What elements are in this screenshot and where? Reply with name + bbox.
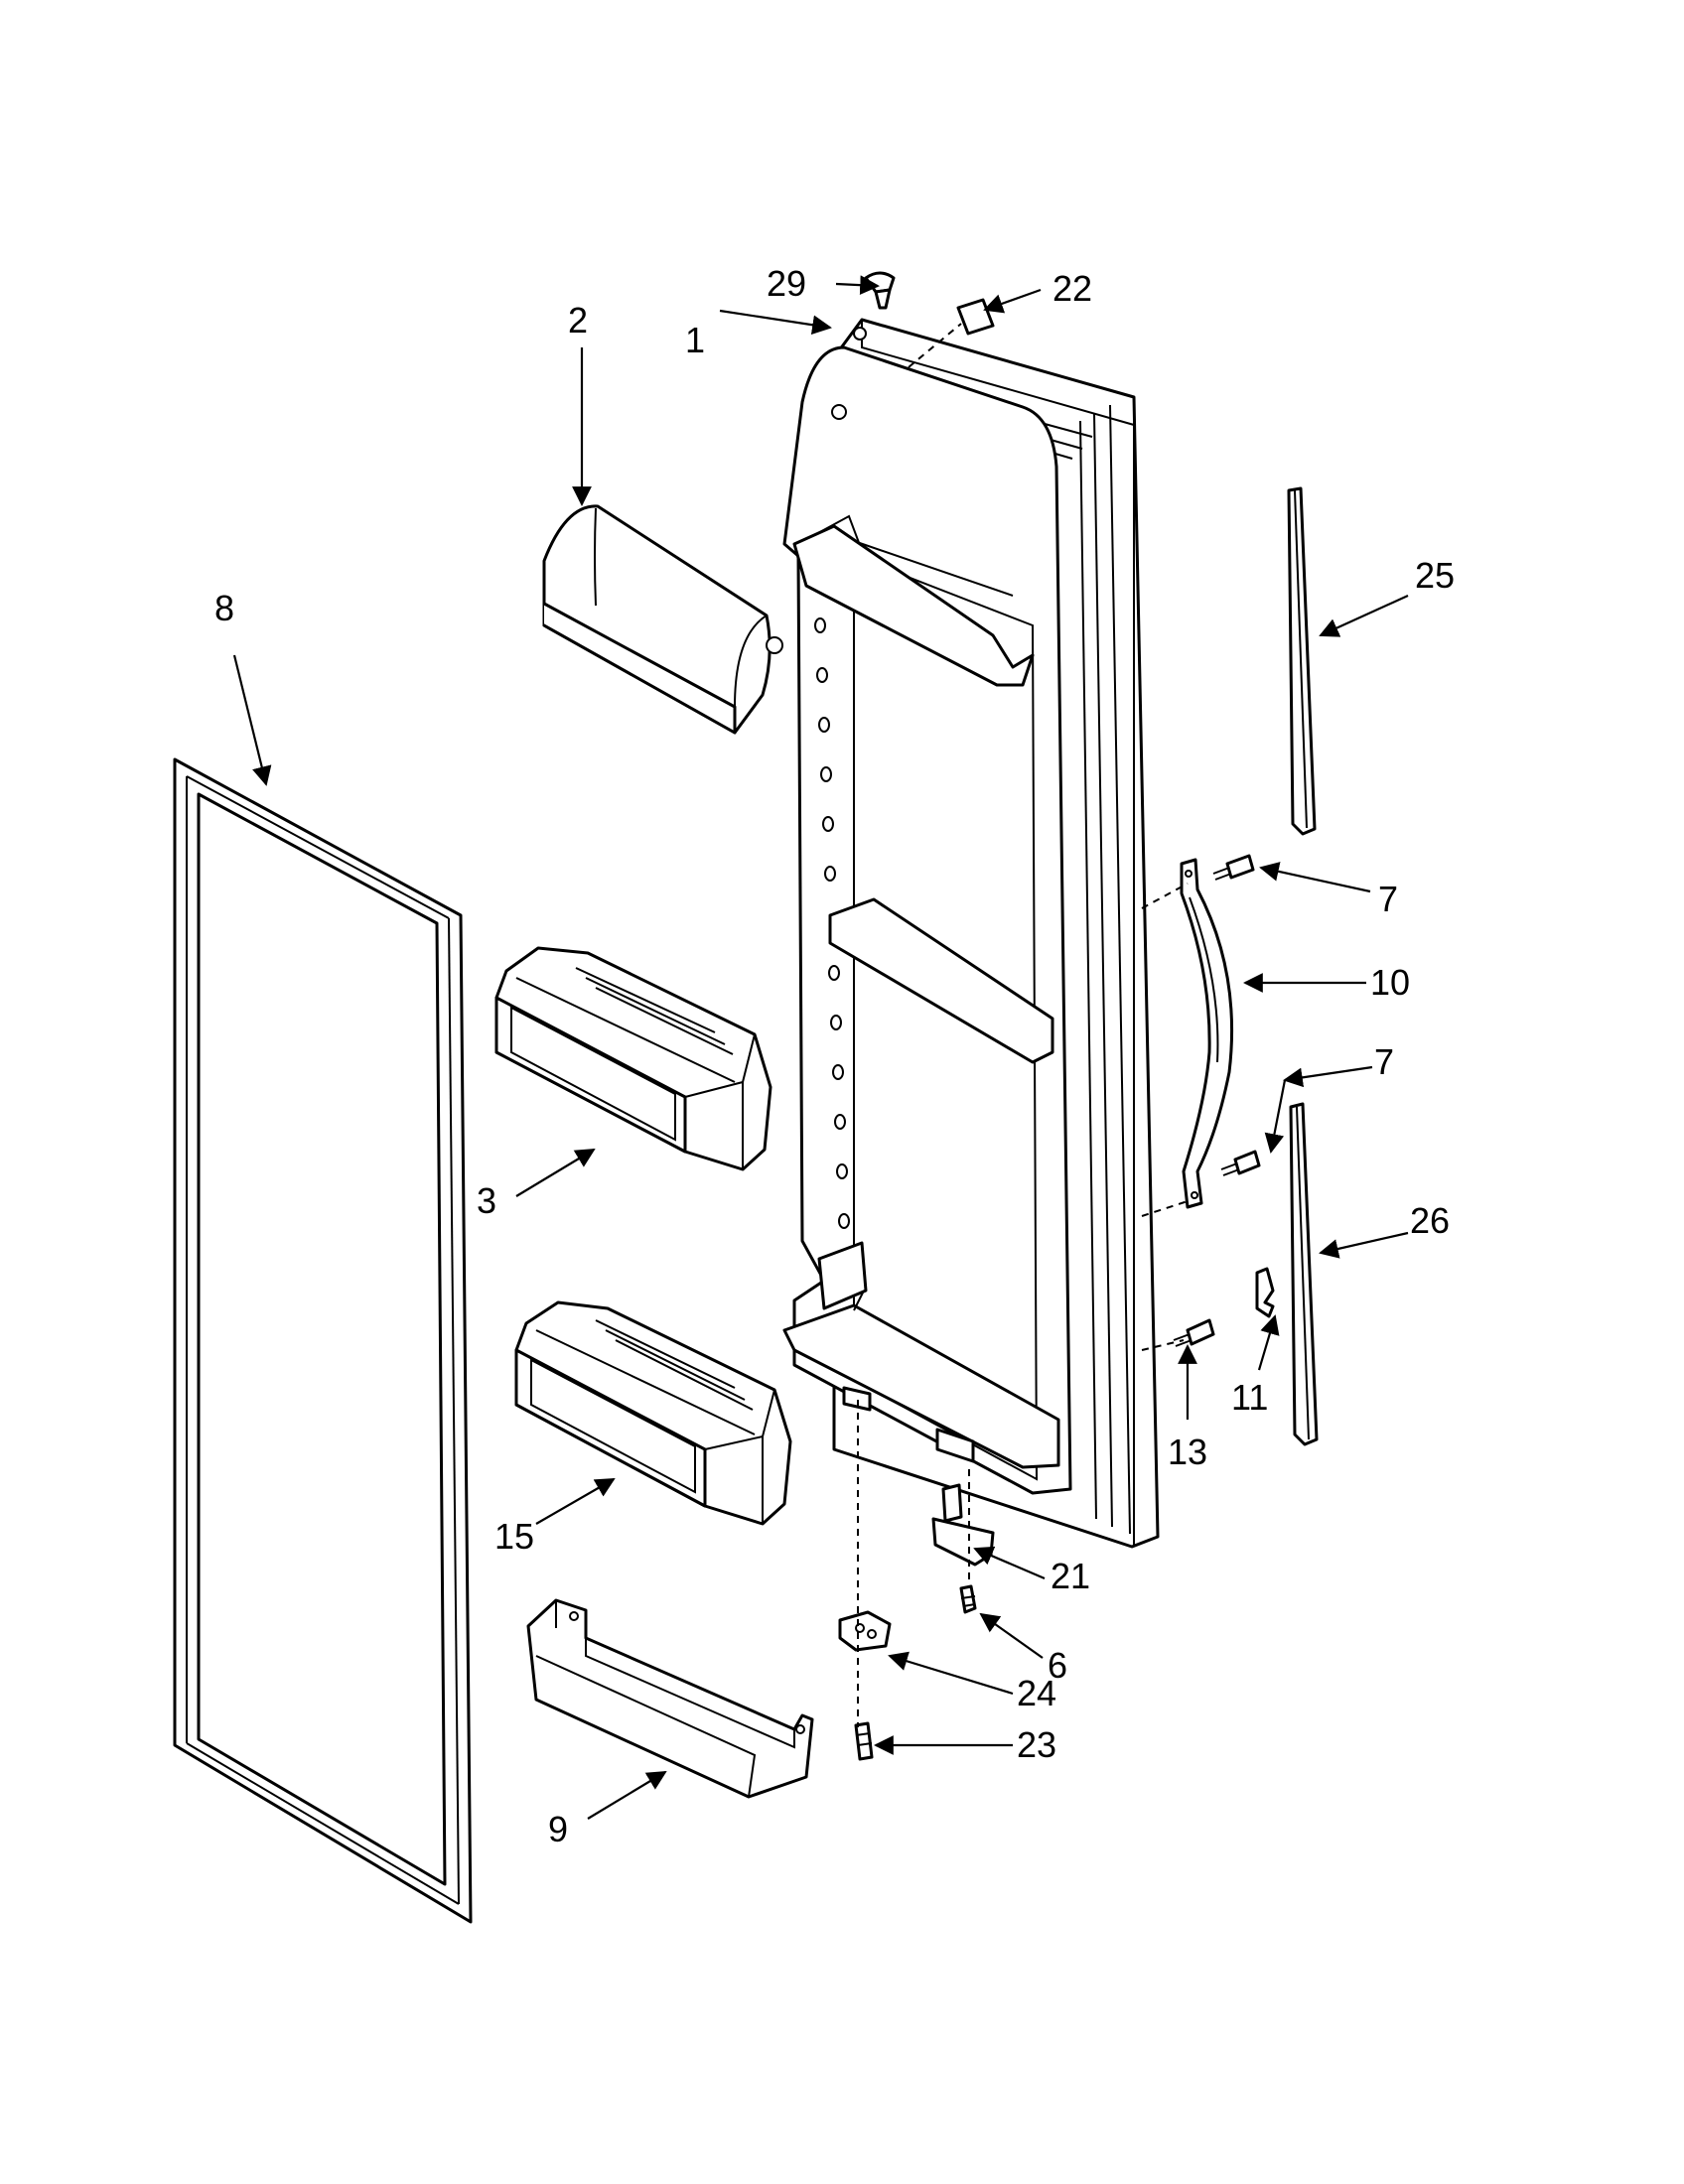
callout-13: 13: [1168, 1432, 1207, 1472]
callout-29: 29: [767, 263, 806, 304]
callout-15: 15: [494, 1516, 534, 1557]
callout-21: 21: [1051, 1556, 1090, 1596]
callout-11: 11: [1231, 1377, 1268, 1418]
callout-9: 9: [548, 1809, 568, 1849]
callout-7b: 7: [1374, 1041, 1394, 1082]
callout-labels: 1 2 3 6 7 7 8 9 10 11 13 15 21 22 23 24 …: [214, 263, 1455, 1849]
callout-3: 3: [477, 1180, 496, 1221]
door-handle: [1180, 858, 1234, 1209]
callout-2: 2: [568, 300, 588, 341]
screw-7-lower: [1220, 1150, 1261, 1176]
upper-door-bin: [494, 946, 772, 1171]
middle-door-bin: [514, 1300, 792, 1526]
screw-13: [1173, 1318, 1215, 1347]
dairy-compartment-cover: [542, 504, 783, 735]
callout-6: 6: [1048, 1645, 1067, 1686]
callout-7a: 7: [1378, 879, 1398, 919]
door-assembly: [782, 318, 1160, 1549]
top-plug: [864, 271, 896, 310]
door-gasket: [173, 757, 473, 1924]
upper-door-trim: [1287, 486, 1317, 836]
hinge-bracket: [838, 1610, 892, 1652]
assembly-lines: [857, 323, 1189, 1727]
shelf-holes: [814, 617, 850, 1229]
screw-7-upper: [1212, 854, 1255, 881]
callout-1: 1: [685, 320, 705, 360]
leader-lines: [232, 275, 1409, 1820]
callout-25: 25: [1415, 555, 1455, 596]
bottom-door-shelf: [526, 1598, 814, 1799]
callout-10: 10: [1370, 962, 1410, 1003]
callout-24: 24: [1017, 1673, 1056, 1713]
callout-26: 26: [1410, 1200, 1450, 1241]
screw-6: [959, 1584, 977, 1614]
lower-door-trim: [1289, 1102, 1319, 1446]
clip-11: [1255, 1267, 1275, 1318]
callout-8: 8: [214, 588, 234, 628]
screw-23: [854, 1721, 874, 1761]
hinge-cover-label: [956, 298, 995, 336]
callout-23: 23: [1017, 1724, 1056, 1765]
callout-22: 22: [1052, 268, 1092, 309]
